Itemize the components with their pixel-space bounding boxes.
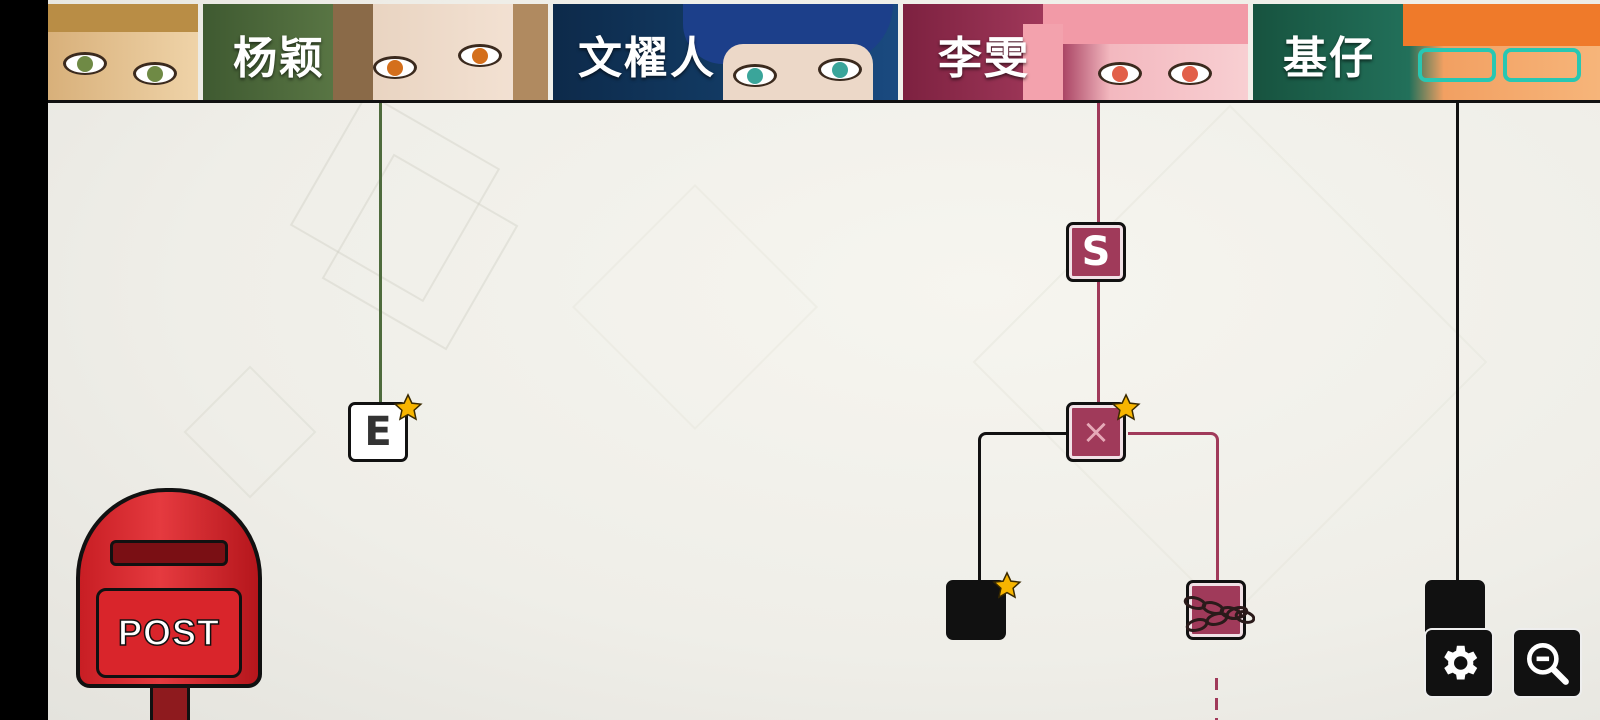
portrait-eye <box>63 52 107 75</box>
glasses-icon <box>1503 48 1581 82</box>
header-divider <box>48 100 1600 103</box>
portrait-eye <box>818 58 862 81</box>
portrait-eye <box>458 44 502 67</box>
route-node-black[interactable] <box>946 580 1006 640</box>
portrait-eye <box>733 64 777 87</box>
mailbox-slot <box>110 540 228 566</box>
route-line-black <box>1456 103 1459 583</box>
character-panel-2[interactable]: 文櫂人 <box>553 4 898 100</box>
mailbox-door: POST <box>96 588 242 678</box>
character-name: 文櫂人 <box>578 33 716 84</box>
route-node-cleared[interactable]: × <box>1066 402 1126 462</box>
glasses-icon <box>1418 48 1496 82</box>
zoom-out-icon <box>1527 643 1569 685</box>
portrait-hair <box>1043 4 1248 44</box>
character-panel-1[interactable]: 杨颖 <box>203 4 548 100</box>
portrait-hair <box>1023 24 1063 100</box>
character-panel-3[interactable]: 李雯 <box>903 4 1248 100</box>
character-name: 杨颖 <box>233 33 325 84</box>
settings-button[interactable] <box>1424 628 1494 698</box>
character-name: 李雯 <box>938 33 1030 84</box>
flowchart-area[interactable] <box>48 0 1600 720</box>
route-node-s[interactable]: S <box>1066 222 1126 282</box>
route-node-locked[interactable] <box>1183 580 1255 640</box>
portrait-hair <box>48 4 198 32</box>
background-decoration <box>183 365 317 499</box>
portrait-eye <box>1168 62 1212 85</box>
portrait-hair <box>333 4 373 100</box>
mailbox-button[interactable]: POST <box>76 488 262 720</box>
star-icon <box>1111 393 1141 421</box>
portrait-eye <box>133 62 177 85</box>
route-branch-left <box>978 432 1071 585</box>
route-continuation <box>1215 678 1218 720</box>
route-line-green <box>379 103 382 403</box>
gear-icon <box>1444 645 1478 680</box>
portrait-eye <box>373 56 417 79</box>
mailbox-label: POST <box>117 611 220 654</box>
chain-lock-icon <box>1183 596 1255 632</box>
character-panel-4[interactable]: 基仔 <box>1253 4 1600 100</box>
background-decoration <box>571 183 819 431</box>
route-node-e[interactable]: E <box>348 402 408 462</box>
node-letter: × <box>1081 412 1111 452</box>
star-icon <box>393 393 423 421</box>
portrait-hair <box>513 4 548 100</box>
portrait-eye <box>1098 62 1142 85</box>
portrait-hair <box>1403 4 1600 46</box>
node-letter: S <box>1081 229 1111 275</box>
zoom-out-button[interactable] <box>1512 628 1582 698</box>
node-letter: E <box>364 409 392 455</box>
character-name: 基仔 <box>1283 33 1375 84</box>
character-panel-0[interactable] <box>48 4 198 100</box>
star-icon <box>992 571 1022 599</box>
route-branch-right <box>1128 432 1219 585</box>
